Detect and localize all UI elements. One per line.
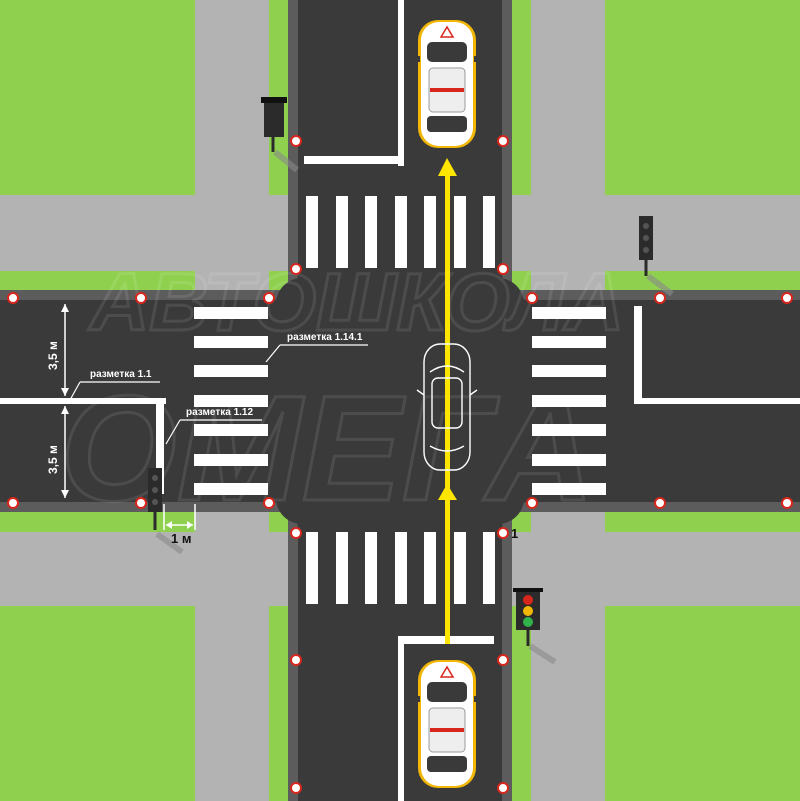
arrow-up-icon: [438, 158, 457, 176]
lane-width-bottom-label: 3,5 м: [46, 445, 60, 474]
traffic-light-icon: [261, 97, 299, 173]
driving-school-car-icon: [414, 20, 480, 148]
marking-1-1-label: разметка 1.1: [90, 369, 152, 380]
traffic-light-icon: [148, 468, 184, 555]
sign-number-label: 1: [511, 526, 519, 541]
marking-1-14-1-label: разметка 1.14.1: [287, 332, 363, 343]
yellow-arrows: [438, 158, 457, 644]
corner-radii: [268, 270, 532, 532]
traffic-light-icon: [513, 588, 557, 665]
zebra-crossings: [194, 196, 606, 604]
traffic-light-icon: [639, 216, 674, 297]
marking-1-12-label: разметка 1.12: [186, 407, 254, 418]
callout-lines: [69, 344, 368, 445]
stop-line-distance-label: 1 м: [171, 531, 192, 546]
driving-school-car-icon: [414, 660, 480, 788]
lane-width-top-label: 3,5 м: [46, 341, 60, 370]
car-outline-icon: [416, 343, 478, 471]
curb-markers: [7, 135, 793, 794]
dimension-lines: [61, 304, 196, 530]
